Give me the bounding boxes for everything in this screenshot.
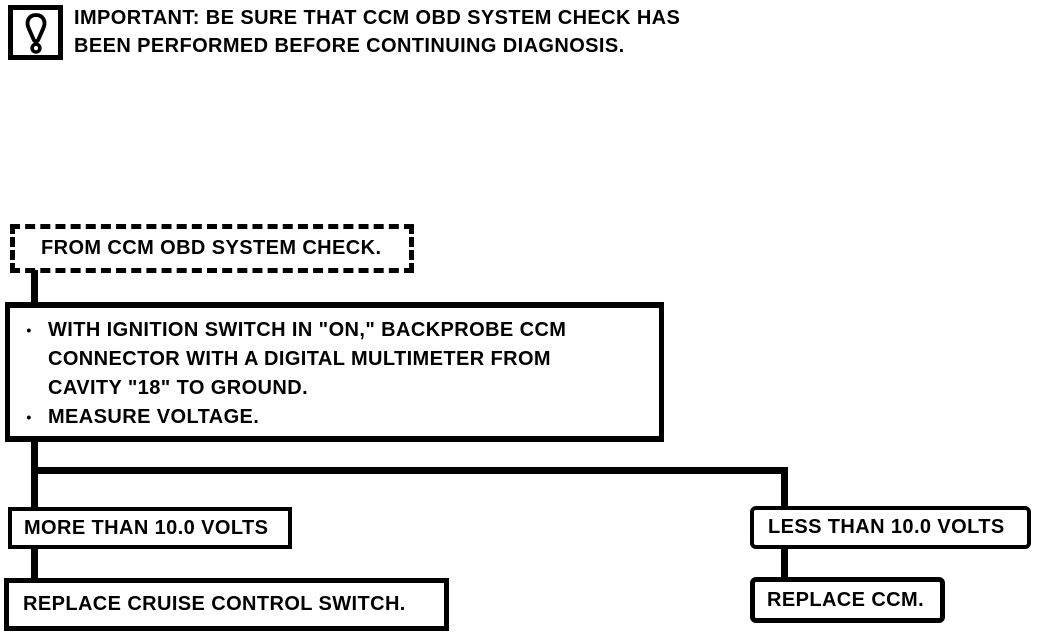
action-bullet-2: • MEASURE VOLTAGE. [10,403,659,432]
bullet-marker: • [26,322,32,338]
connector-branch-to-right [781,467,788,511]
action-bullet-1: • WITH IGNITION SWITCH IN "ON," BACKPROB… [10,316,659,403]
condition-less-label: LESS THAN 10.0 VOLTS [768,516,1005,538]
connector-left-condition-to-result [31,547,38,582]
bullet-marker: • [26,409,32,425]
notice-line-2: BEEN PERFORMED BEFORE CONTINUING DIAGNOS… [74,35,625,57]
connector-action-to-left [31,441,38,511]
flow-node-condition-less: LESS THAN 10.0 VOLTS [750,506,1031,549]
connector-start-to-action [31,270,38,305]
action-bullet-1-line-1: WITH IGNITION SWITCH IN "ON," BACKPROBE … [48,319,567,341]
result-replace-ccm-label: REPLACE CCM. [767,588,925,611]
action-bullet-1-line-3: CAVITY "18" TO GROUND. [48,377,309,399]
flow-node-result-replace-cruise-switch: REPLACE CRUISE CONTROL SWITCH. [4,578,449,631]
connector-right-condition-to-result [781,547,788,580]
result-replace-cruise-switch-label: REPLACE CRUISE CONTROL SWITCH. [23,593,406,615]
action-bullet-1-line-2: CONNECTOR WITH A DIGITAL MULTIMETER FROM [48,348,551,370]
flow-node-condition-more: MORE THAN 10.0 VOLTS [8,507,292,549]
start-label: FROM CCM OBD SYSTEM CHECK. [41,237,382,259]
flow-node-action: • WITH IGNITION SWITCH IN "ON," BACKPROB… [5,302,664,442]
exclamation-icon [8,5,63,60]
condition-more-label: MORE THAN 10.0 VOLTS [24,516,269,539]
exclamation-glyph [25,12,46,54]
important-notice: IMPORTANT: BE SURE THAT CCM OBD SYSTEM C… [74,4,680,60]
flow-node-result-replace-ccm: REPLACE CCM. [750,577,945,623]
notice-line-1: IMPORTANT: BE SURE THAT CCM OBD SYSTEM C… [74,7,681,29]
action-bullet-2-line-1: MEASURE VOLTAGE. [48,406,260,428]
connector-branch-horizontal [31,467,788,474]
flow-node-start: FROM CCM OBD SYSTEM CHECK. [10,224,414,273]
